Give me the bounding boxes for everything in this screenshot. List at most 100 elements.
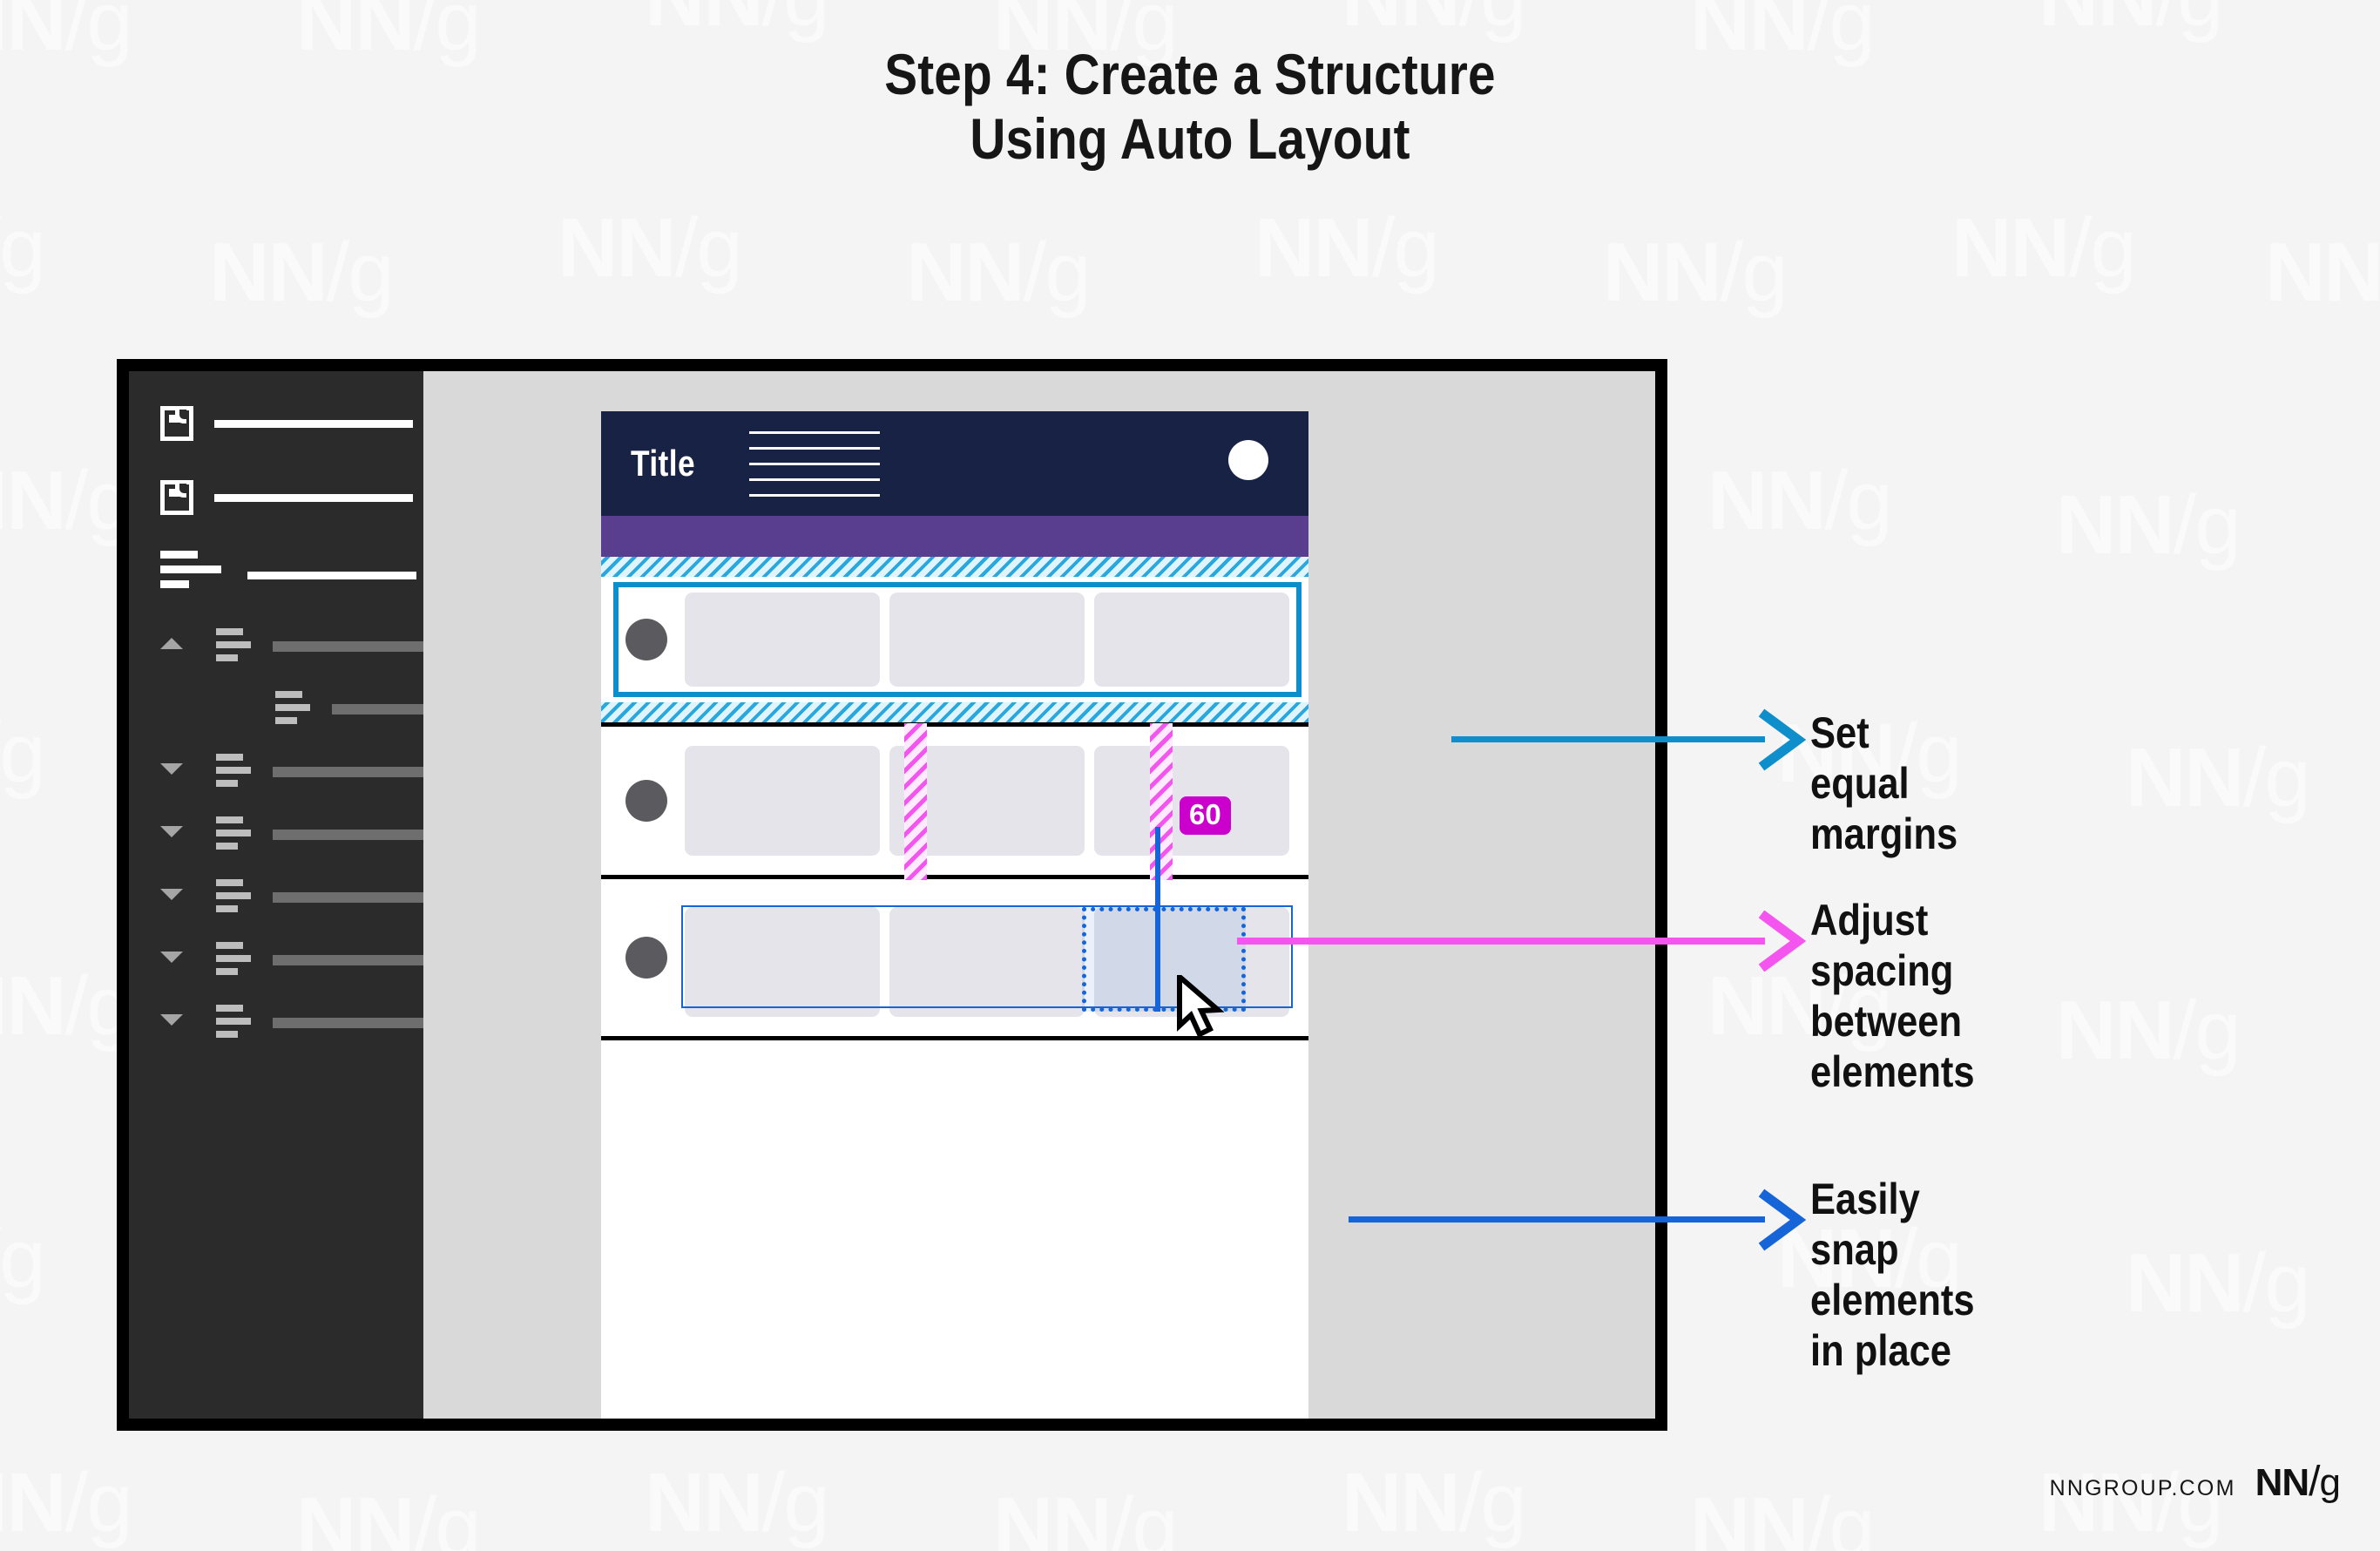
watermark: NN/g [2056, 478, 2241, 572]
watermark: NN/g [1707, 454, 1893, 547]
row-avatar [625, 780, 667, 822]
headline-line-2: Using Auto Layout [970, 106, 1410, 171]
design-tool-sidebar[interactable] [129, 371, 429, 1419]
file-icon [160, 406, 193, 441]
row-card-group [685, 593, 1289, 687]
layer-lines-icon [216, 1005, 251, 1038]
watermark: NN/g [2265, 226, 2380, 319]
watermark: NN/g [906, 226, 1092, 319]
watermark: NN/g [0, 959, 133, 1053]
logo-slash: / [2309, 1459, 2320, 1505]
annotation-arrowhead [1758, 910, 1807, 972]
chevron-down-icon[interactable] [160, 1014, 183, 1026]
row-avatar [625, 937, 667, 979]
placeholder-card[interactable] [889, 593, 1085, 687]
layer-lines-icon [216, 879, 251, 912]
footer: nngroup.com NN/g [2049, 1458, 2341, 1506]
menu-line [160, 566, 221, 573]
artboard[interactable]: Title [601, 411, 1308, 1419]
footer-url: nngroup.com [2049, 1476, 2236, 1500]
spacing-hatch-1 [904, 723, 927, 880]
watermark: NN/g [0, 1212, 46, 1305]
artboard-header: Title [601, 411, 1308, 516]
app-window-frame: Title [117, 359, 1667, 1431]
row-card-group [685, 907, 1289, 1017]
watermark: NN/g [2126, 731, 2311, 824]
menu-lines-icon[interactable] [160, 551, 221, 588]
watermark: NN/g [0, 201, 46, 295]
annotation-label: Easily snap elements in place [1810, 1175, 1975, 1375]
watermark: NN/g [645, 0, 830, 45]
watermark: NN/g [2126, 1236, 2311, 1330]
watermark: NN/g [558, 201, 743, 295]
annotation-label: Adjust spacing between elements [1810, 896, 1975, 1096]
watermark: NN/g [0, 454, 133, 547]
watermark: NN/g [0, 1456, 133, 1549]
sidebar-tree-item-6[interactable] [129, 939, 429, 978]
annotation-leader-line [1349, 1216, 1765, 1223]
placeholder-card[interactable] [685, 746, 880, 856]
chevron-up-icon[interactable] [160, 638, 183, 649]
layer-name-bar [273, 830, 429, 840]
row-avatar [625, 619, 667, 660]
layer-name-bar [273, 1018, 429, 1028]
placeholder-card[interactable] [685, 593, 880, 687]
sidebar-menu-label-bar [247, 572, 416, 579]
chevron-down-icon[interactable] [160, 952, 183, 963]
sidebar-file-label-bar [214, 493, 413, 502]
sidebar-tree-item-7[interactable] [129, 1002, 429, 1040]
nng-logo: NN/g [2255, 1458, 2341, 1506]
sidebar-tree-item-3[interactable] [129, 751, 429, 789]
placeholder-card[interactable] [685, 907, 880, 1017]
sidebar-file-row-2[interactable] [160, 480, 413, 515]
layer-lines-icon [275, 691, 310, 724]
watermark: NN/g [296, 1480, 482, 1551]
layer-name-bar [273, 767, 429, 777]
file-icon [160, 480, 193, 515]
menu-line [160, 580, 189, 588]
annotation-arrowhead [1758, 1189, 1807, 1251]
row-empty[interactable] [601, 1036, 1308, 1141]
snap-selection-box[interactable] [1082, 907, 1246, 1012]
sidebar-tree-item-2[interactable] [129, 688, 429, 727]
watermark: NN/g [993, 1480, 1179, 1551]
row-spacing[interactable]: 60 [601, 722, 1308, 880]
margin-hatch-bottom [601, 702, 1308, 722]
annotation-label: Set equal margins [1810, 708, 1958, 858]
watermark: NN/g [2056, 984, 2241, 1077]
menu-line [160, 551, 198, 559]
watermark: NN/g [1603, 226, 1788, 319]
watermark: NN/g [209, 226, 395, 319]
spacing-value-badge: 60 [1180, 796, 1231, 835]
layer-name-bar [273, 641, 429, 652]
margin-hatch-top [601, 557, 1308, 577]
placeholder-card[interactable] [889, 907, 1085, 1017]
annotation-leader-line [1237, 938, 1765, 945]
snap-guide-line [1155, 827, 1160, 1012]
sidebar-tree-item-1[interactable] [129, 626, 429, 664]
layer-name-bar [273, 892, 429, 903]
sidebar-tree-item-5[interactable] [129, 877, 429, 915]
watermark: NN/g [1342, 1456, 1527, 1549]
layer-lines-icon [216, 754, 251, 787]
row-equal-margins[interactable] [601, 577, 1308, 702]
sidebar-file-row-1[interactable] [160, 406, 413, 441]
page-title: Step 4: Create a Structure Using Auto La… [0, 42, 2380, 171]
layer-name-bar [332, 704, 429, 715]
app-window-inner: Title [129, 371, 1655, 1419]
sidebar-tree-item-4[interactable] [129, 814, 429, 852]
watermark: NN/g [1342, 0, 1527, 45]
watermark: NN/g [0, 707, 46, 800]
chevron-down-icon[interactable] [160, 889, 183, 900]
mouse-cursor-icon [1177, 975, 1225, 1038]
chevron-down-icon[interactable] [160, 763, 183, 775]
placeholder-card[interactable] [1094, 593, 1289, 687]
chevron-down-icon[interactable] [160, 826, 183, 837]
nav-line [749, 430, 881, 434]
layer-lines-icon [216, 816, 251, 850]
design-canvas[interactable]: Title [423, 371, 1655, 1419]
sidebar-file-label-bar [214, 419, 413, 428]
annotation-leader-line [1451, 736, 1765, 742]
headline-line-1: Step 4: Create a Structure [884, 42, 1496, 106]
row-snap[interactable] [601, 827, 1308, 1038]
